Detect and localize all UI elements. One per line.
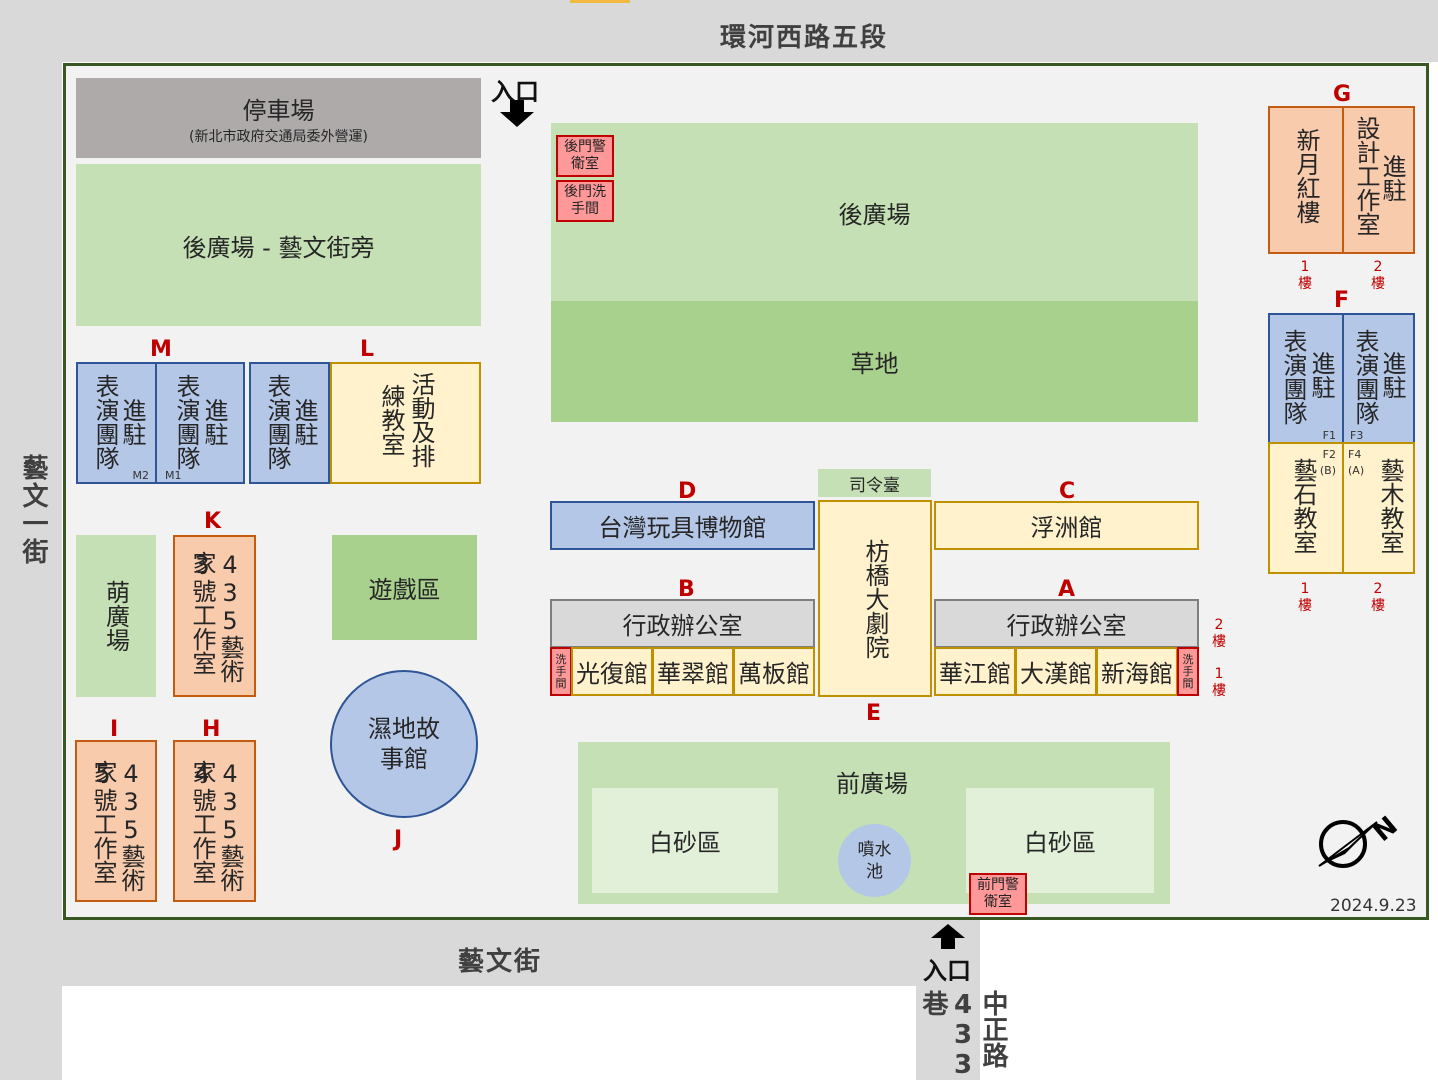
building-m1: 表演團隊 進駐 M1 bbox=[155, 362, 245, 484]
parking-title: 停車場 bbox=[242, 96, 315, 125]
letter-e: E bbox=[866, 701, 882, 726]
sand-area-left: 白砂區 bbox=[592, 788, 778, 893]
hall-dahan: 大漢館 bbox=[1015, 647, 1097, 696]
rear-plaza: 後廣場 bbox=[551, 123, 1198, 301]
building-g-2f: 設計工作室 進駐 bbox=[1342, 106, 1415, 254]
letter-d: D bbox=[678, 479, 697, 504]
entrance-bottom-label: 入口 bbox=[923, 957, 971, 985]
road-top bbox=[0, 0, 1438, 62]
road-left bbox=[0, 0, 62, 1080]
building-a-office: 行政辦公室 bbox=[934, 599, 1199, 648]
building-l: 活動及排 練教室 bbox=[330, 362, 481, 484]
building-m2: 表演團隊 進駐 M2 bbox=[76, 362, 157, 484]
road-bottom bbox=[62, 920, 980, 986]
cute-plaza: 萌廣場 bbox=[76, 535, 156, 697]
letter-h: H bbox=[202, 717, 221, 742]
road-label-top: 環河西路五段 bbox=[720, 23, 889, 53]
back-guard-room: 後門警衛室 bbox=[556, 135, 614, 177]
lawn: 草地 bbox=[551, 301, 1198, 422]
building-g-1f: 新月紅樓 bbox=[1268, 106, 1344, 254]
letter-j: J bbox=[394, 827, 403, 852]
letter-a: A bbox=[1058, 577, 1076, 602]
road-label-bottom-right: 中正路433巷 bbox=[918, 990, 1008, 1080]
wetland-story-house: 濕地故事館 bbox=[330, 670, 478, 818]
building-k: 435藝術家 3號工作室 bbox=[173, 535, 256, 697]
hall-guangfu: 光復館 bbox=[571, 647, 653, 696]
building-e: 枋橋大劇院 bbox=[818, 500, 932, 697]
building-h: 435藝術家 4號工作室 bbox=[173, 740, 256, 902]
hall-xinhai: 新海館 bbox=[1096, 647, 1178, 696]
letter-f: F bbox=[1334, 288, 1350, 313]
building-f4: F4 (A) 藝木教室 bbox=[1342, 442, 1415, 574]
back-restroom: 後門洗手間 bbox=[556, 180, 614, 222]
compass-icon: N bbox=[1318, 811, 1404, 868]
play-area: 遊戲區 bbox=[332, 535, 477, 640]
building-f2: F2 (B) 藝石教室 bbox=[1268, 442, 1344, 574]
building-f1: 表演團隊 進駐 F1 bbox=[1268, 313, 1344, 444]
letter-k: K bbox=[204, 509, 222, 534]
road-label-left: 藝文一街 bbox=[18, 454, 48, 566]
hall-huajiang: 華江館 bbox=[934, 647, 1016, 696]
parking-note: (新北市政府交通局委外營運) bbox=[189, 128, 368, 145]
building-m-third: 表演團隊 進駐 bbox=[249, 362, 330, 484]
letter-b: B bbox=[678, 577, 695, 602]
restroom-b: 洗手間 bbox=[550, 647, 572, 696]
road-marker bbox=[570, 0, 630, 3]
podium: 司令臺 bbox=[818, 469, 931, 497]
svg-text:N: N bbox=[1368, 811, 1404, 848]
building-c: 浮洲館 bbox=[934, 501, 1199, 550]
letter-i: I bbox=[110, 717, 119, 742]
letter-m: M bbox=[150, 337, 172, 362]
restroom-a: 洗手間 bbox=[1177, 647, 1199, 696]
arrow-up-icon bbox=[931, 924, 965, 949]
building-i: 435藝術家 5號工作室 bbox=[75, 740, 157, 902]
building-d: 台灣玩具博物館 bbox=[550, 501, 815, 550]
road-label-bottom: 藝文街 bbox=[458, 947, 543, 977]
parking-lot: 停車場 (新北市政府交通局委外營運) bbox=[76, 78, 481, 158]
rear-plaza-side: 後廣場 - 藝文街旁 bbox=[76, 164, 481, 326]
letter-c: C bbox=[1059, 479, 1076, 504]
letter-g: G bbox=[1333, 82, 1352, 107]
letter-l: L bbox=[360, 337, 375, 362]
front-guard-room: 前門警衛室 bbox=[969, 873, 1027, 915]
date-label: 2024.9.23 bbox=[1330, 896, 1417, 916]
building-b-office: 行政辦公室 bbox=[550, 599, 815, 648]
building-f3: 表演團隊 進駐 F3 bbox=[1342, 313, 1415, 444]
arrow-down-icon bbox=[500, 100, 534, 127]
fountain: 噴水池 bbox=[838, 824, 911, 897]
hall-huacui: 華翠館 bbox=[652, 647, 734, 696]
hall-wanban: 萬板館 bbox=[733, 647, 815, 696]
